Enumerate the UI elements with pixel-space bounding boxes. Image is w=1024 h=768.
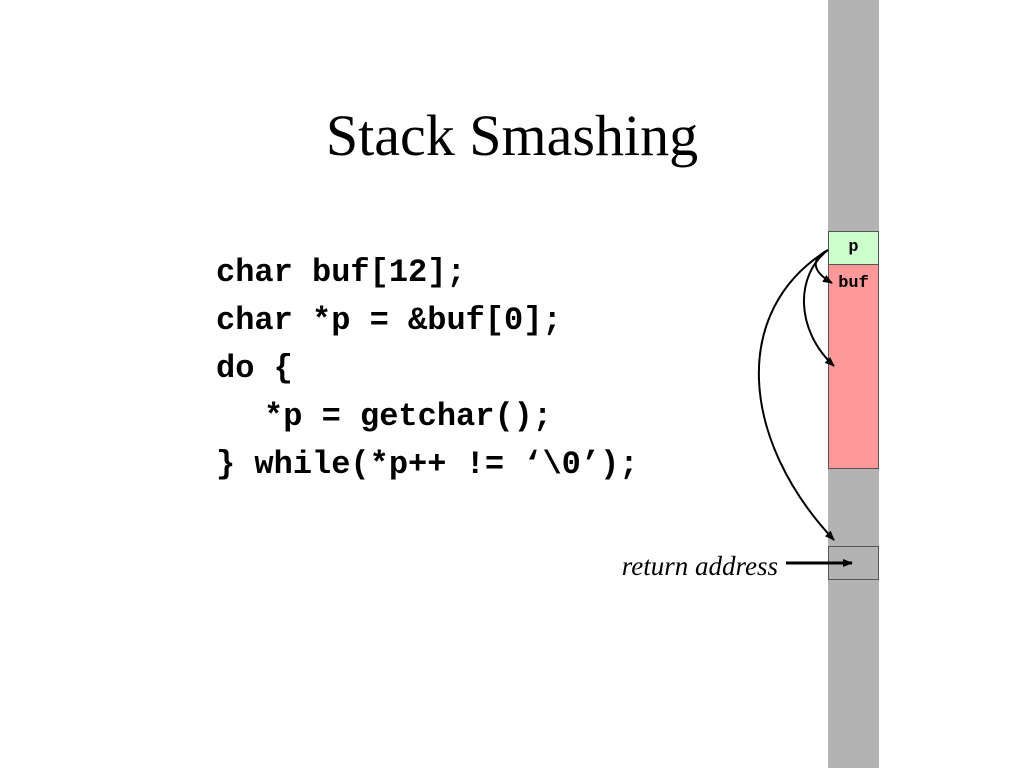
stack-cell-p: p	[828, 231, 879, 265]
code-line-buf-decl: char buf[12];	[216, 254, 466, 291]
slide-title: Stack Smashing	[325, 103, 699, 168]
arrow-p-to-return-address	[758, 249, 835, 541]
code-line-getchar: *p = getchar();	[264, 398, 553, 435]
code-line-do: do {	[216, 350, 293, 387]
code-line-pointer-decl: char *p = &buf[0];	[216, 302, 562, 339]
stack-cell-buf-label: buf	[838, 274, 869, 293]
stack-cell-return-address	[828, 546, 879, 580]
code-block: char buf[12]; char *p = &buf[0]; do { *p…	[216, 249, 638, 489]
code-line-while: } while(*p++ != ‘\0’);	[216, 446, 639, 483]
return-address-label: return address	[621, 551, 778, 581]
stack-cell-p-label: p	[848, 238, 859, 257]
stack-cell-buf: buf	[828, 264, 879, 469]
